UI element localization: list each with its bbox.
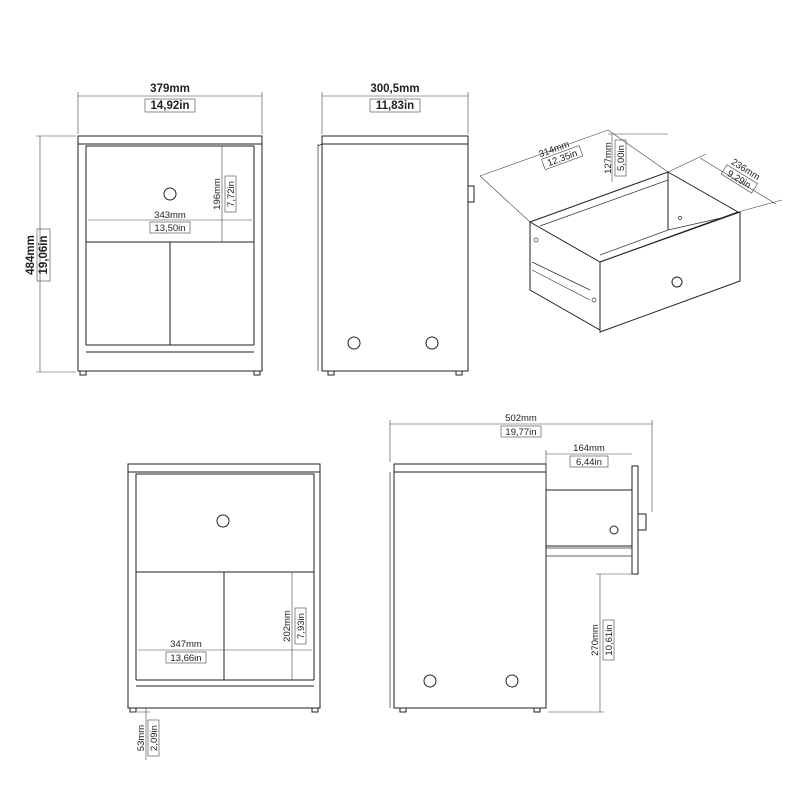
front-height-mm: 484mm: [25, 235, 37, 275]
drawer-iso-height-in: 5,00in: [616, 145, 627, 171]
drawer-width-in: 13,50in: [154, 223, 185, 234]
drawer-floor-height-mm: 270mm: [590, 624, 601, 656]
front-width-in: 14,92in: [151, 100, 190, 112]
knob-icon: [216, 514, 230, 528]
shelf-height-in: 7,93in: [296, 613, 307, 639]
total-depth-in: 19,77in: [505, 427, 536, 438]
drawer-knob-icon: [671, 276, 683, 288]
front-open-view: 347mm 13,66in 202mm 7,93in 53mm 2,09in: [127, 463, 321, 760]
front-height-in: 19,06in: [38, 236, 50, 275]
drawer-iso-height-mm: 127mm: [603, 142, 614, 174]
drawer-height-in: 7,72in: [226, 181, 237, 207]
drawer-floor-height-in: 10,61in: [604, 624, 615, 655]
extension-mm: 164mm: [573, 443, 605, 454]
drawer-isometric: 314mm 12,35in 127mm 5,00in 236mm 9,29in: [479, 129, 783, 333]
side-depth-in: 11,83in: [376, 100, 414, 112]
extension-in: 6,44in: [576, 457, 602, 468]
total-depth-mm: 502mm: [505, 413, 537, 424]
shelf-height-mm: 202mm: [282, 610, 293, 642]
drawer-width-mm: 343mm: [154, 210, 186, 221]
shelf-width-in: 13,66in: [170, 653, 201, 664]
leg-height-mm: 53mm: [136, 725, 147, 751]
side-open-view: 502mm 19,77in 164mm 6,44in 270mm 10,61in: [389, 413, 653, 713]
leg-height-in: 2,09in: [149, 725, 160, 751]
side-view: 300,5mm 11,83in: [317, 83, 475, 376]
drawer-height-mm: 196mm: [212, 178, 223, 210]
knob-icon: [163, 187, 177, 201]
front-width-mm: 379mm: [150, 83, 190, 95]
shelf-width-mm: 347mm: [170, 639, 202, 650]
front-view: 379mm 14,92in 484mm 19,06in 343mm 13,50i…: [25, 83, 263, 376]
side-depth-mm: 300,5mm: [370, 83, 419, 95]
